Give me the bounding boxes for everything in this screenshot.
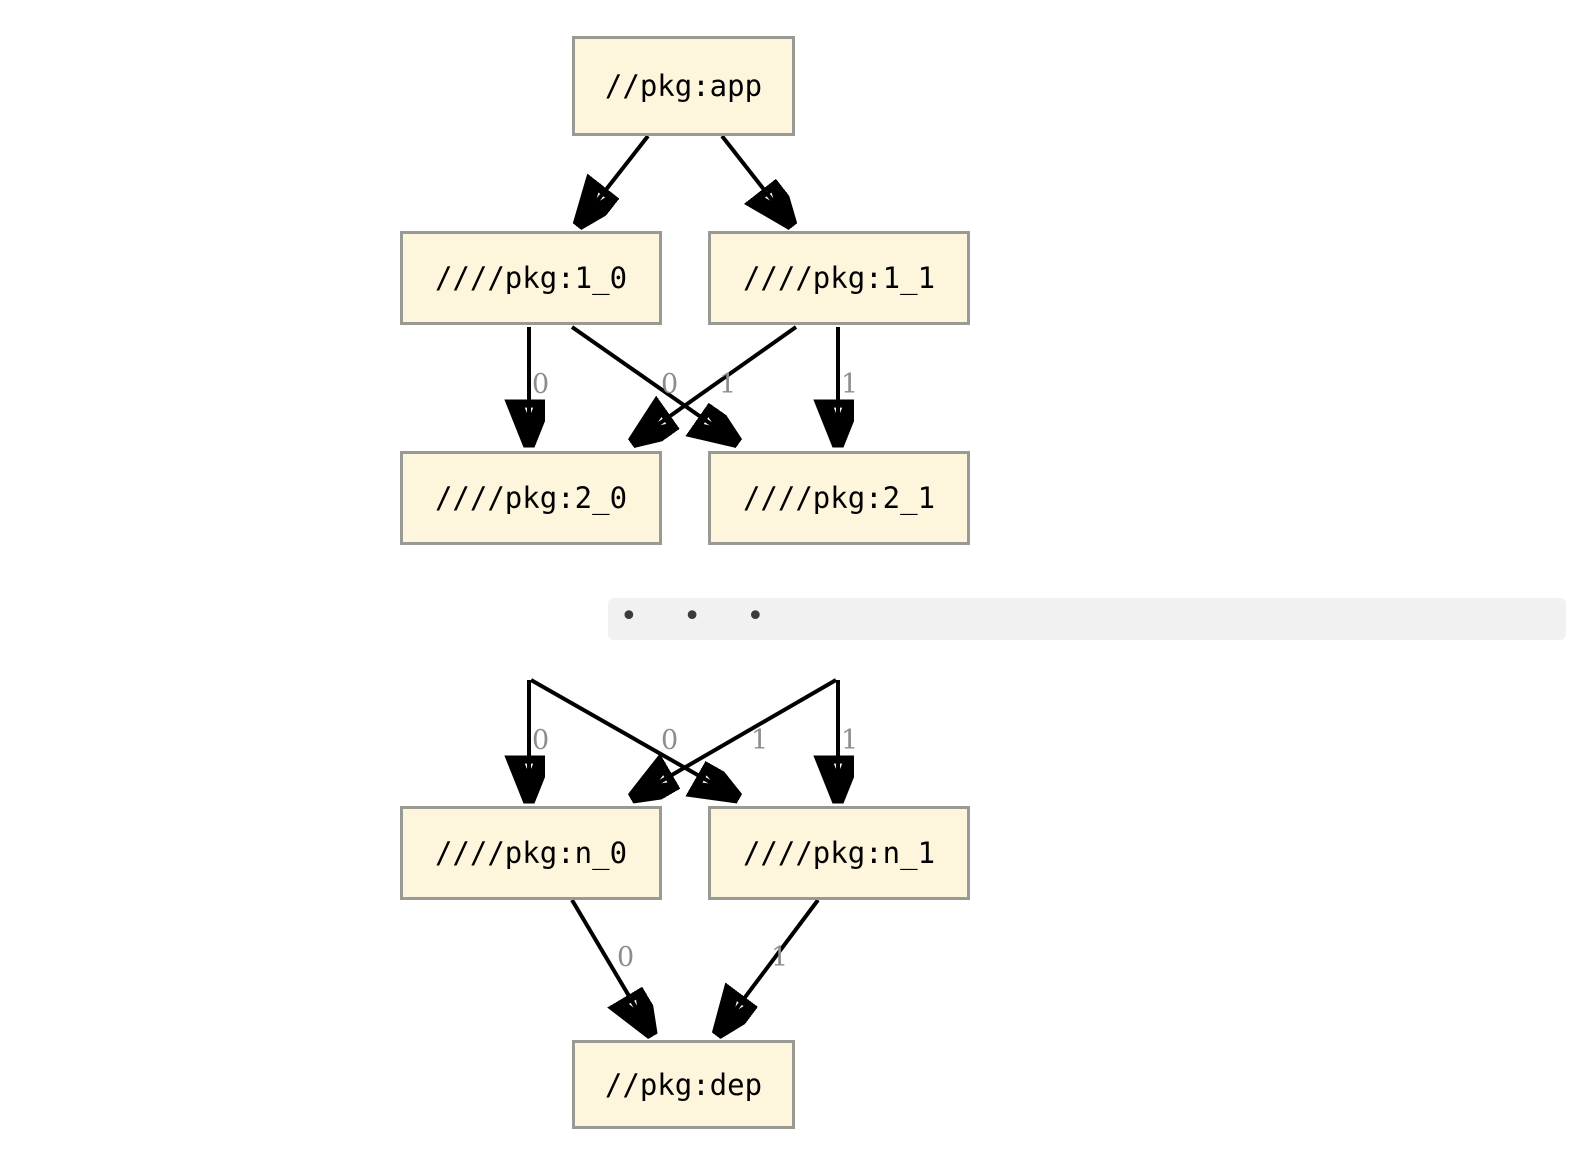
node-label: //pkg:dep xyxy=(604,1067,763,1102)
edge-source-to-nn_1 xyxy=(530,678,731,794)
edge-nn_0-to-dep xyxy=(570,898,648,1028)
node-nn_0[interactable]: ////pkg:n_0 xyxy=(400,806,662,900)
edge-label: 1 xyxy=(841,369,859,400)
edge-label: 1 xyxy=(841,725,859,756)
node-dep[interactable]: //pkg:dep xyxy=(572,1040,795,1129)
edge-app-to-n1_1 xyxy=(720,134,787,219)
node-label: ////pkg:n_0 xyxy=(434,836,628,870)
node-n2_1[interactable]: ////pkg:2_1 xyxy=(708,451,970,545)
node-nn_1[interactable]: ////pkg:n_1 xyxy=(708,806,970,900)
edge-label: 0 xyxy=(532,369,550,400)
edge-label: 0 xyxy=(661,725,679,756)
ellipsis-dots: • • • xyxy=(620,599,783,634)
node-label: ////pkg:1_1 xyxy=(742,261,936,295)
node-label: ////pkg:2_0 xyxy=(434,481,628,515)
edge-label: 1 xyxy=(771,942,789,973)
node-label: //pkg:app xyxy=(604,69,763,103)
node-app[interactable]: //pkg:app xyxy=(572,36,795,136)
node-n1_0[interactable]: ////pkg:1_0 xyxy=(400,231,662,325)
ellipsis-band: • • • xyxy=(608,598,1566,640)
edge-label: 0 xyxy=(532,725,550,756)
node-n2_0[interactable]: ////pkg:2_0 xyxy=(400,451,662,545)
edge-label: 1 xyxy=(751,725,769,756)
edge-nn_1-to-dep xyxy=(722,898,820,1028)
node-label: ////pkg:1_0 xyxy=(434,261,628,295)
edge-n1_0-to-n2_1 xyxy=(570,325,731,438)
edge-app-to-n1_0 xyxy=(583,134,650,219)
edge-label: 0 xyxy=(617,942,635,973)
node-label: ////pkg:n_1 xyxy=(742,836,936,870)
edge-label: 1 xyxy=(719,369,737,400)
edge-label: 0 xyxy=(661,369,679,400)
node-n1_1[interactable]: ////pkg:1_1 xyxy=(708,231,970,325)
node-label: ////pkg:2_1 xyxy=(742,481,936,515)
